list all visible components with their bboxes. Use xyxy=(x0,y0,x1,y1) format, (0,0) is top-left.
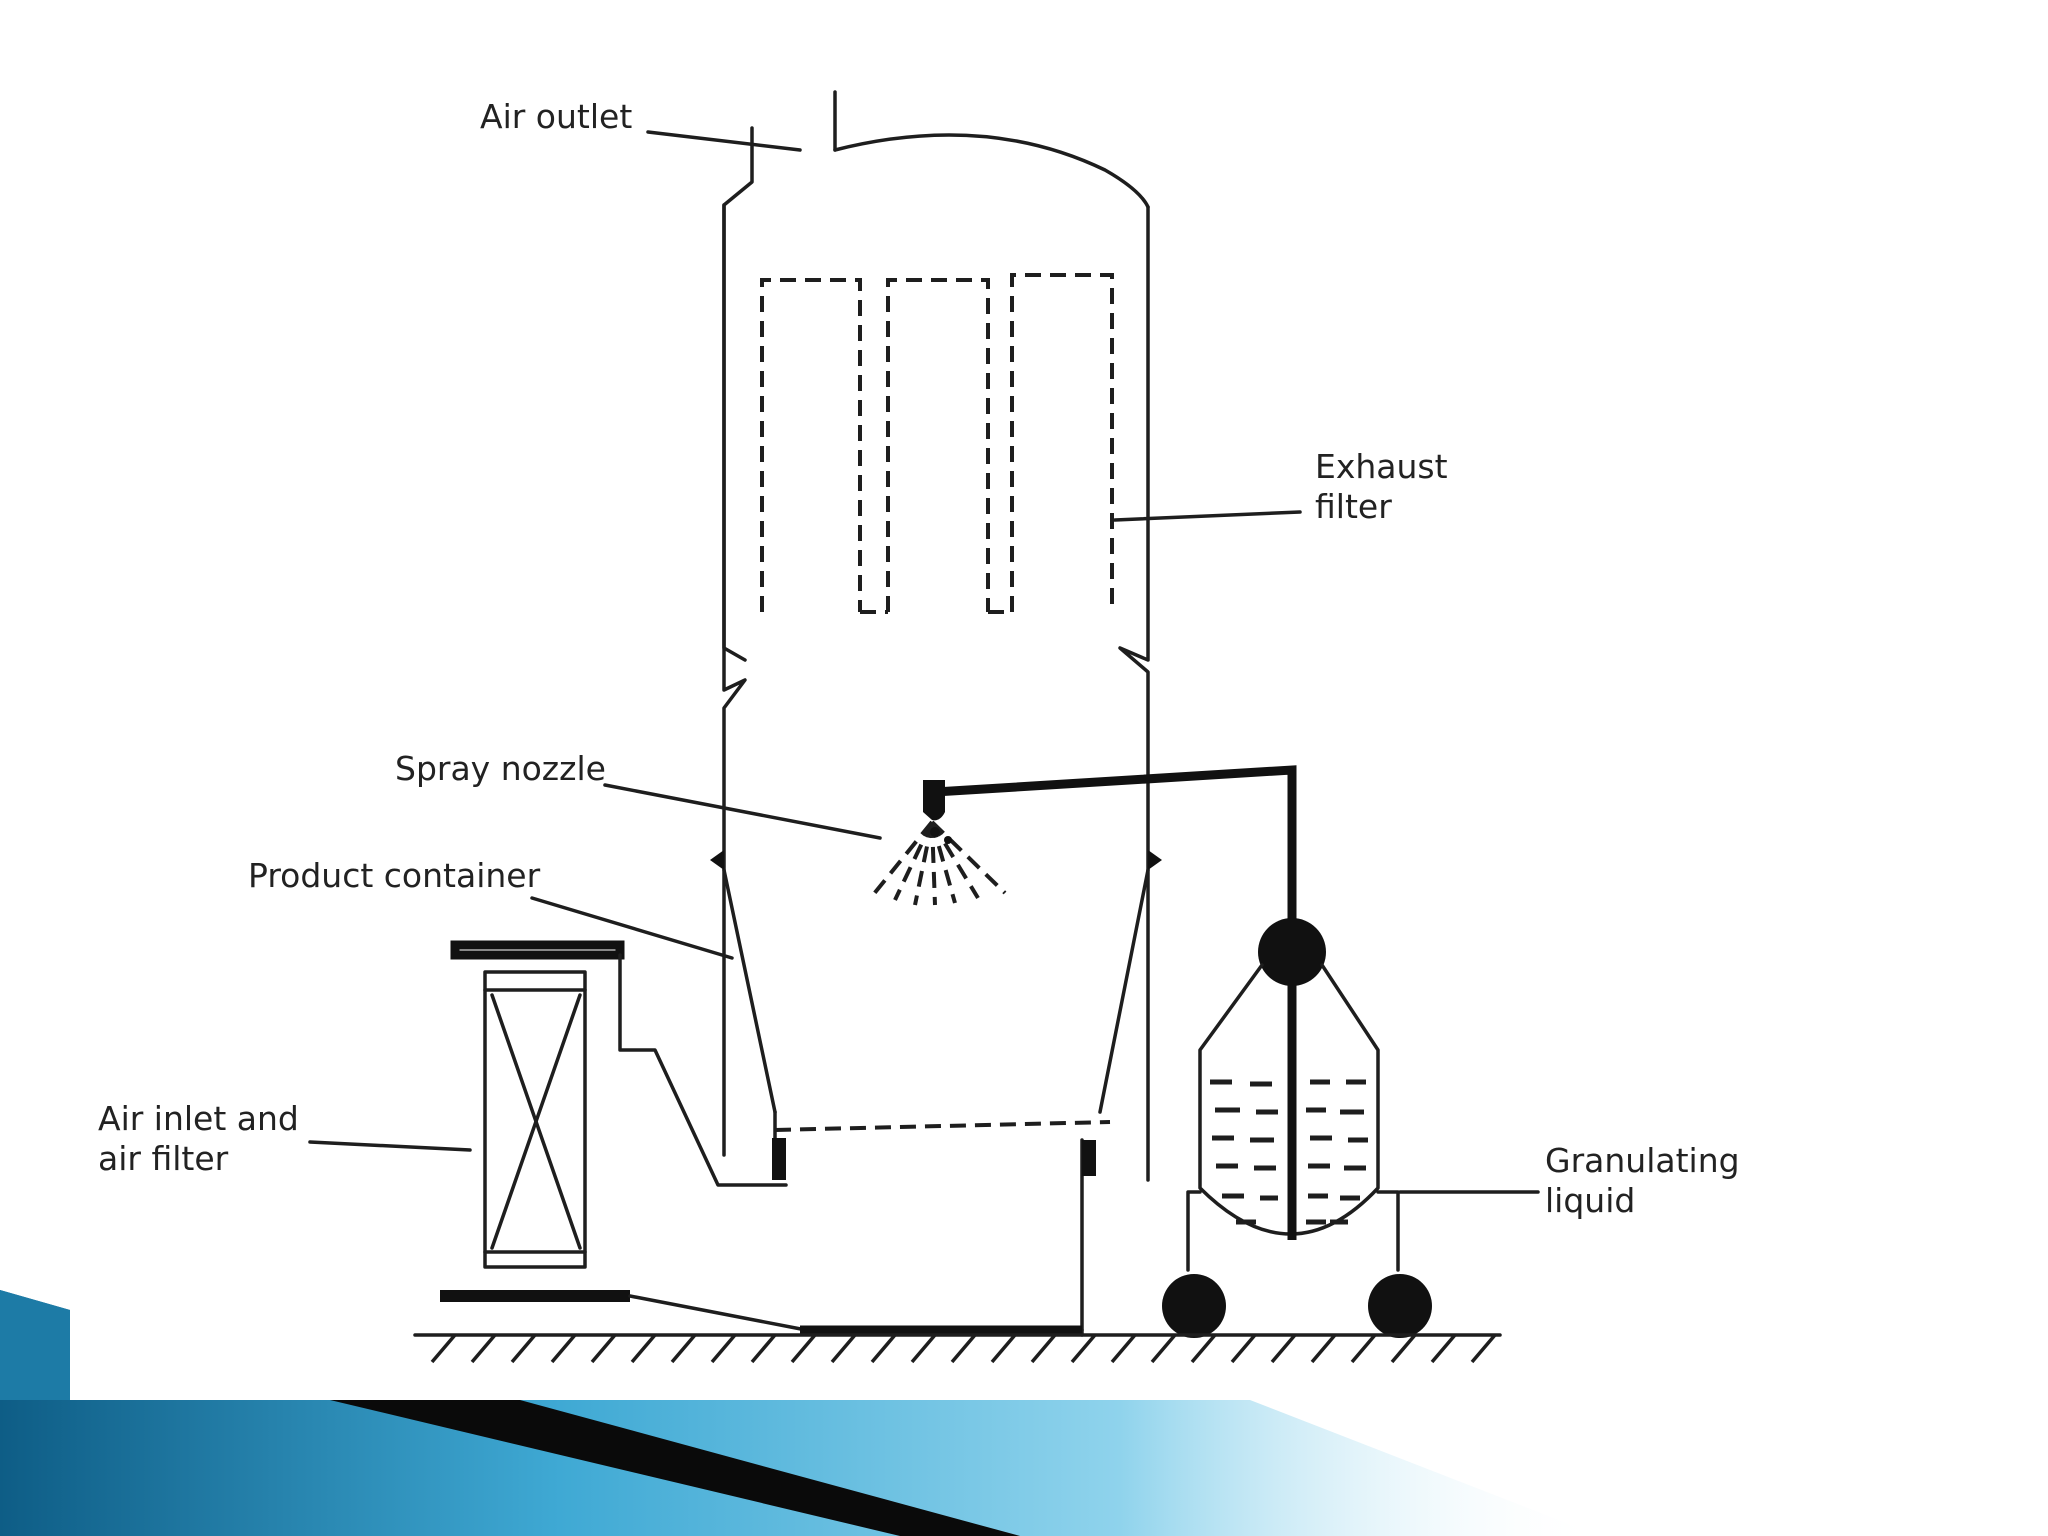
slide-decoration xyxy=(0,1290,1600,1536)
label-granulating-line1: Granulating xyxy=(1545,1141,1740,1180)
label-product-container: Product container xyxy=(248,856,541,895)
label-exhaust-filter-line1: Exhaust xyxy=(1315,447,1448,486)
ground-line xyxy=(413,1333,1502,1364)
label-air-outlet: Air outlet xyxy=(480,97,632,136)
spray-nozzle-assembly xyxy=(871,765,1297,930)
exhaust-filter-bags xyxy=(760,273,1114,614)
label-air-inlet-line1: Air inlet and xyxy=(98,1099,299,1138)
label-exhaust-filter-line2: filter xyxy=(1315,487,1392,526)
label-spray-nozzle: Spray nozzle xyxy=(395,749,606,788)
label-granulating-line2: liquid xyxy=(1545,1181,1635,1220)
vessel-outline xyxy=(710,90,1162,1337)
labels: Air outlet Exhaust filter Spray nozzle P… xyxy=(98,97,1740,1220)
liquid-level xyxy=(1210,1079,1368,1225)
distributor-plate xyxy=(774,1120,1111,1132)
granulating-liquid-tank xyxy=(1162,918,1432,1338)
leader-lines xyxy=(308,130,1540,1194)
label-air-inlet-line2: air filter xyxy=(98,1139,229,1178)
air-inlet-filter xyxy=(440,940,1084,1335)
spray-pattern xyxy=(871,820,1007,906)
